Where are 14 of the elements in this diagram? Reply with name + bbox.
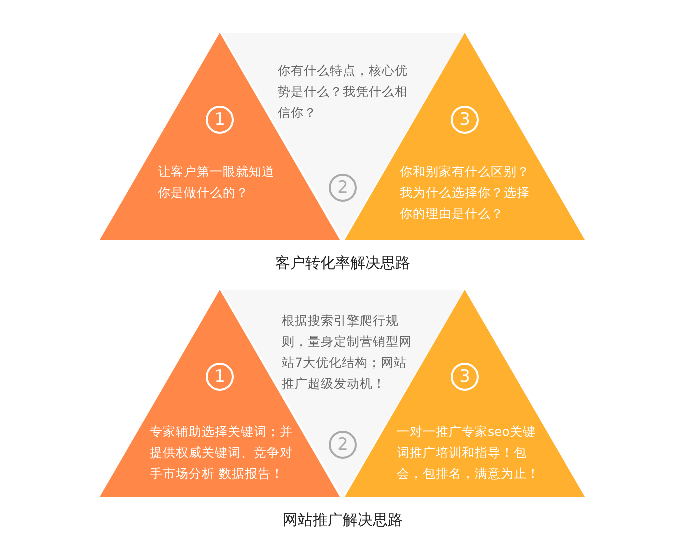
step-text: 让客户第一眼就知道你是做什么的？	[158, 163, 276, 202]
step-text: 你和别家有什么区别？我为什么选择你？选择你的理由是什么？	[400, 163, 531, 223]
step-text: 根据搜索引擎爬行规则，量身定制营销型网站7大优化结构；网站推广超级发动机！	[282, 312, 413, 393]
step-number: 1	[206, 106, 234, 134]
step-number: 2	[329, 174, 357, 202]
step-text: 你有什么特点，核心优势是什么？我凭什么相信你？	[278, 62, 409, 122]
section-heading: 客户转化率解决思路	[274, 254, 412, 273]
step-number: 2	[329, 431, 357, 459]
step-number: 3	[451, 106, 479, 134]
step-text: 专家辅助选择关键词；并提供权威关键词、竞争对手市场分析 数据报告！	[150, 423, 294, 483]
step-number: 3	[451, 363, 479, 391]
step-text: 一对一推广专家seo关键词推广培训和指导！包会，包排名，满意为止！	[397, 423, 541, 483]
step-number: 1	[206, 363, 234, 391]
section-heading: 网站推广解决思路	[282, 511, 404, 530]
